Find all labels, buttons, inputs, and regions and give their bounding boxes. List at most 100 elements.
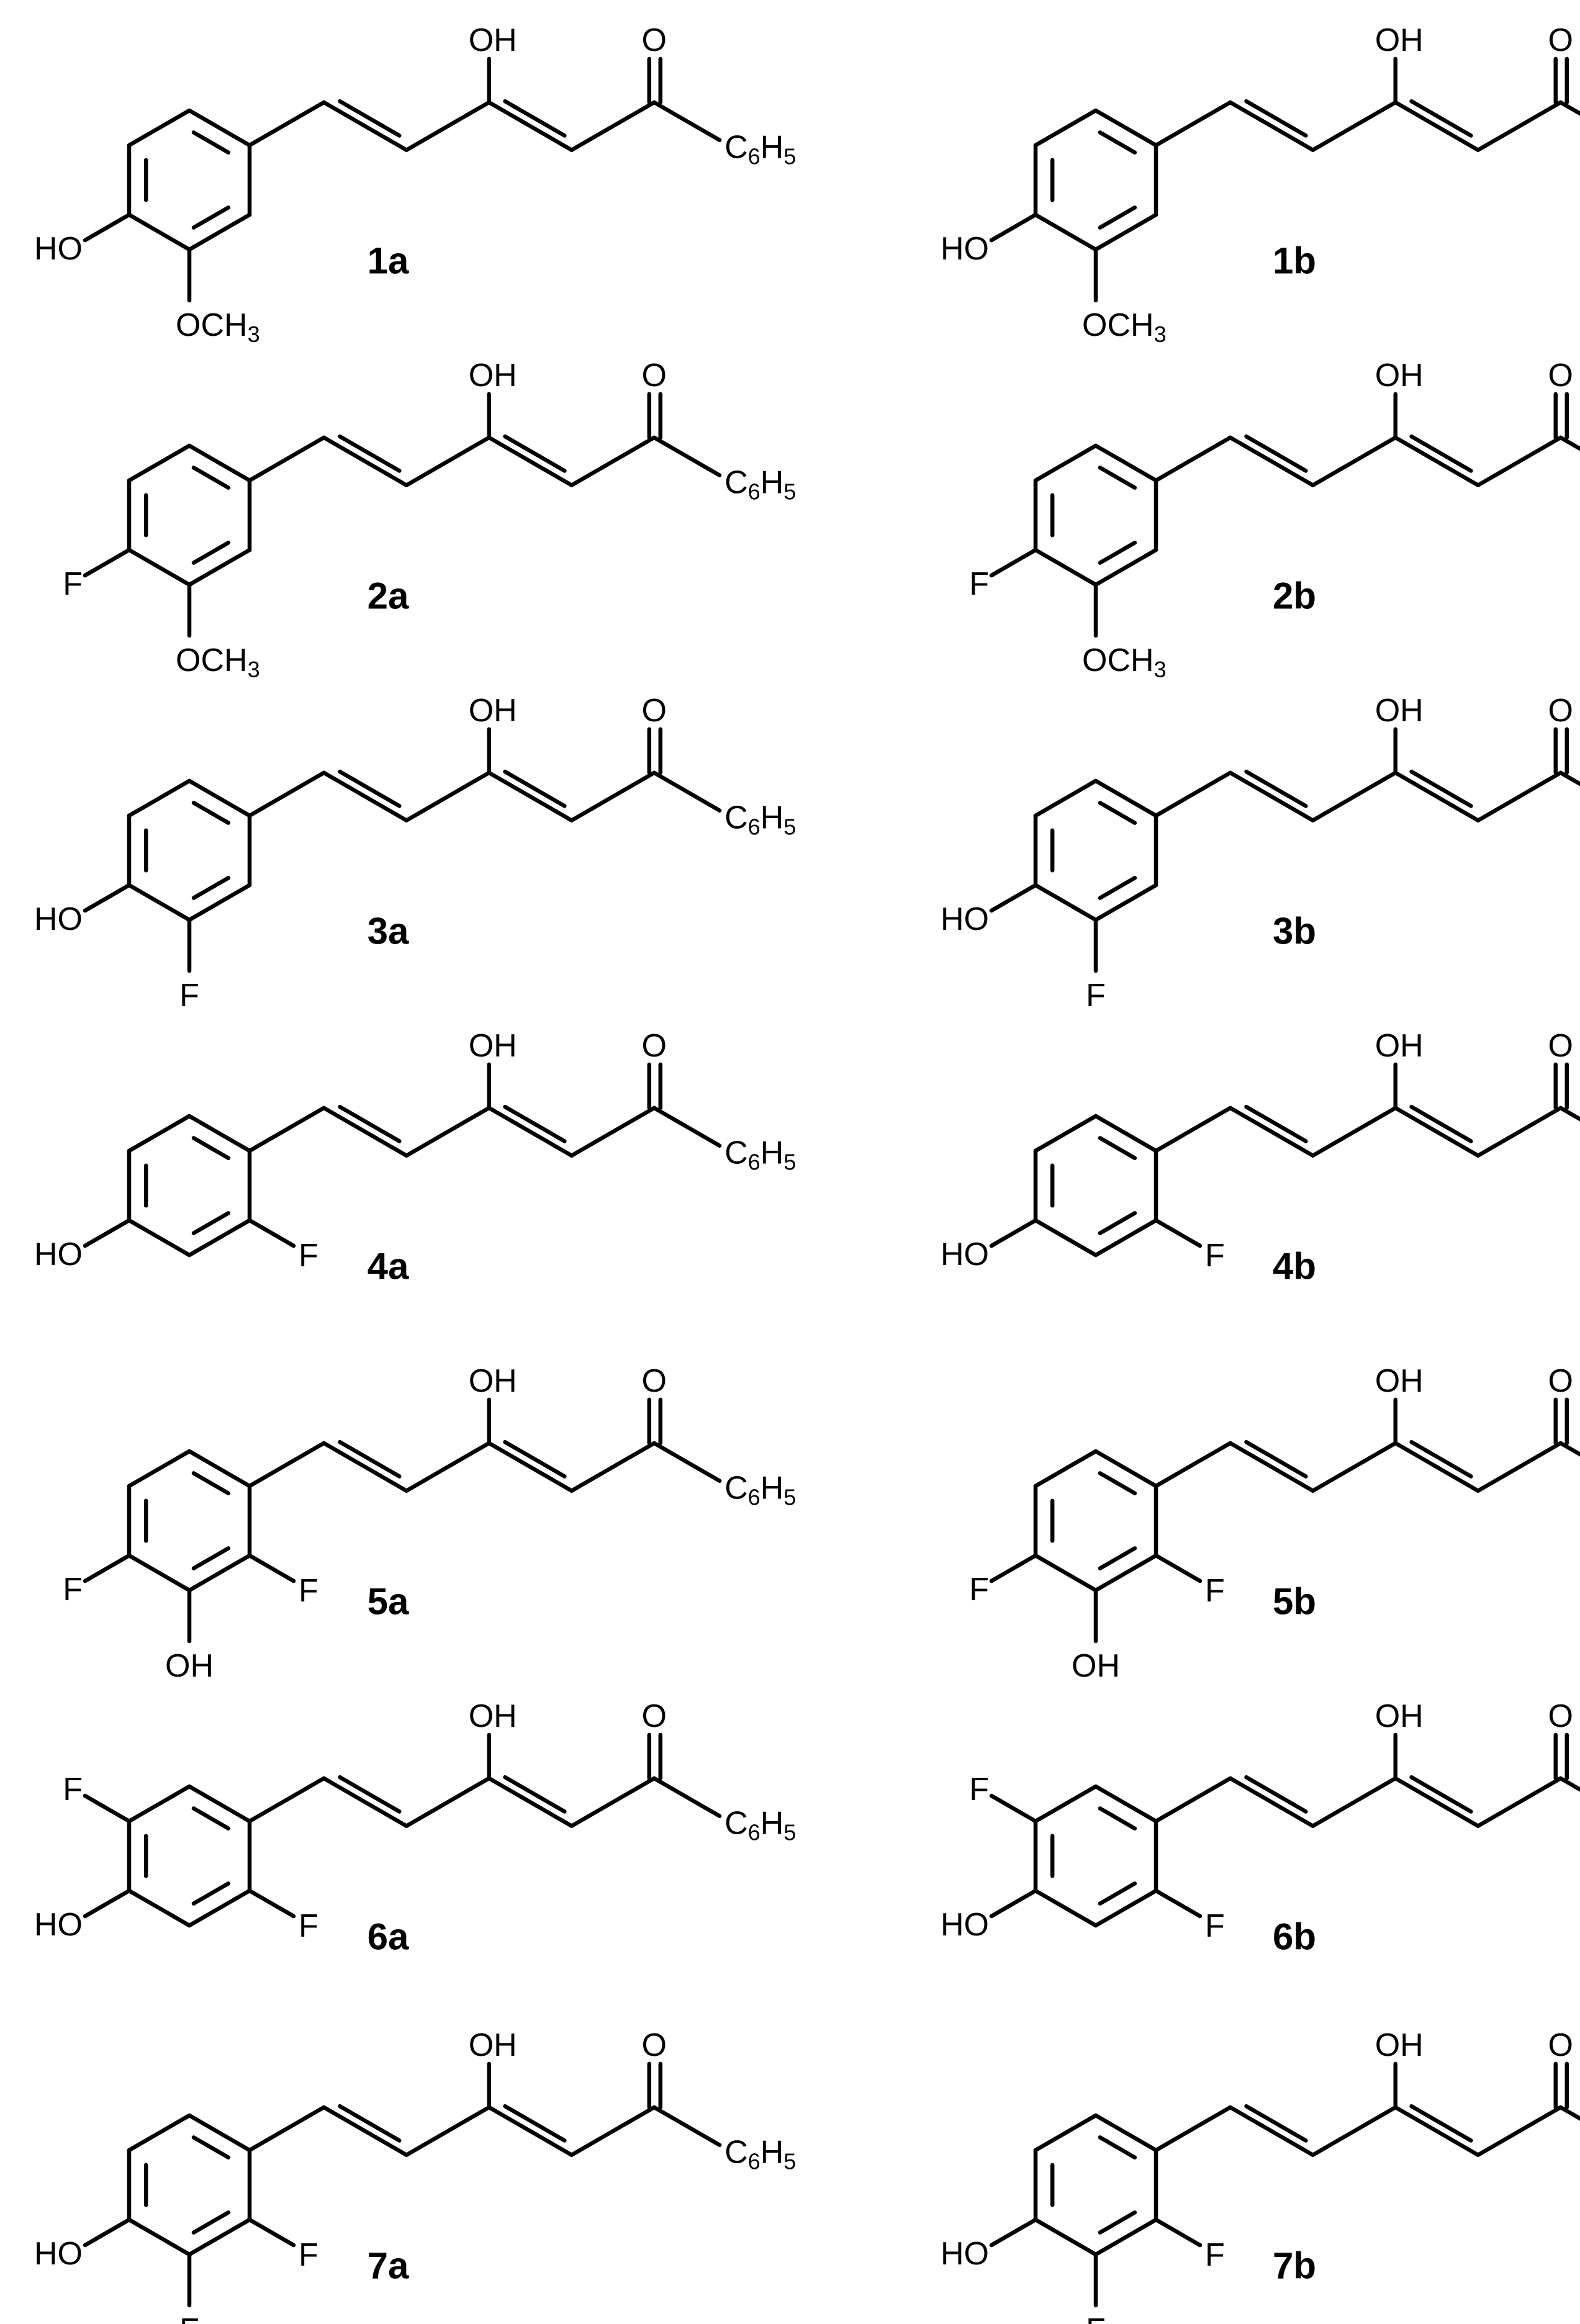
compound-label: 5a [368, 1581, 409, 1623]
chain-bond [247, 435, 326, 483]
ring-aromatic-line [191, 1471, 231, 1495]
substituent-p2-label: F [1205, 1908, 1225, 1944]
ring-aromatic-line [191, 801, 231, 825]
substituent-bond-p4 [83, 212, 132, 243]
compound-7b: OHOCF3HOFF7b [941, 2027, 1580, 2324]
chain-bond [569, 770, 657, 822]
ring-bond [1093, 1449, 1158, 1489]
chain-bond [652, 2105, 722, 2147]
substituent-p3-label: OCH3 [176, 307, 260, 347]
substituent-p3-label: F [179, 2312, 199, 2324]
ring-aromatic-line [1098, 1881, 1137, 1906]
chain-bond [1558, 1441, 1580, 1457]
chain-bond [1558, 1776, 1580, 1792]
ring-aromatic-line [191, 1881, 231, 1906]
chain-double-bond [1228, 1106, 1315, 1158]
ring-bond [187, 108, 252, 148]
ring-bond [187, 547, 252, 587]
chain-bond [1558, 100, 1580, 116]
ring-bond [127, 1218, 192, 1258]
carbonyl-o-label: O [642, 22, 667, 58]
enol-oh-label: OH [1375, 693, 1424, 729]
enol-oh-label: OH [1375, 1363, 1424, 1399]
chain-bond [1311, 435, 1397, 487]
carbonyl-o-label: O [642, 1698, 667, 1734]
chain-bond [1311, 1441, 1397, 1493]
chain-bond [569, 100, 657, 152]
enol-double-bond-second-line [1409, 1104, 1473, 1143]
compound-7a: OHOC6H5HOFF7a [34, 2027, 796, 2324]
carbonyl-o-label: O [1548, 1698, 1573, 1734]
enol-double-bond-second-line [503, 99, 567, 138]
ring-bond [1033, 1784, 1098, 1824]
chain-double-bond-second-line [338, 1439, 402, 1479]
ring-bond [127, 778, 192, 818]
chain-bond [404, 100, 491, 152]
compound-2b: OHOCF3OCH3F2b [969, 358, 1580, 682]
substituent-bond-p4 [989, 547, 1038, 578]
compound-1b: OHOCF3OCH3HO1b [941, 22, 1580, 347]
ring-bond [127, 443, 192, 483]
substituent-bond-p4 [989, 1218, 1038, 1248]
chain-bond [1311, 770, 1397, 822]
chain-bond [1153, 100, 1232, 148]
substituent-bond-p4 [989, 2217, 1038, 2248]
ring-aromatic-line [1098, 1471, 1137, 1495]
substituent-p2-label: F [299, 1573, 318, 1609]
ring-aromatic-line [1098, 2135, 1137, 2160]
compound-label: 2b [1273, 575, 1316, 617]
ring-bond [1033, 1888, 1098, 1928]
substituent-p3-label: OCH3 [1082, 642, 1167, 682]
chain-bond [1153, 1776, 1232, 1824]
substituent-p4-label: HO [941, 901, 989, 937]
chain-bond [404, 770, 491, 822]
enol-double-bond [1393, 1776, 1481, 1828]
chain-bond [569, 1106, 657, 1158]
chain-double-bond [322, 770, 409, 822]
ring-bond [1033, 108, 1098, 148]
substituent-p3-label: F [1086, 2312, 1106, 2324]
substituent-bond-p4 [989, 212, 1038, 243]
terminal-group-label: C6H5 [725, 1471, 796, 1510]
enol-oh-label: OH [1375, 1698, 1424, 1734]
chain-double-bond-second-line [338, 99, 402, 138]
enol-double-bond [487, 435, 574, 487]
ring-bond [127, 212, 192, 252]
ring-aromatic-line [191, 876, 231, 900]
substituent-p4-label: HO [34, 901, 83, 937]
chain-double-bond [322, 1106, 409, 1158]
enol-double-bond-second-line [1409, 1775, 1473, 1814]
chain-bond [1476, 1776, 1563, 1828]
chain-double-bond [322, 100, 409, 152]
chain-bond [247, 1441, 326, 1489]
chain-bond [1558, 1106, 1580, 1122]
chain-bond [569, 435, 657, 487]
substituent-bond-p2 [247, 2217, 296, 2248]
carbonyl-o-label: O [1548, 1363, 1573, 1399]
ring-bond [127, 1784, 192, 1824]
terminal-group-label: C6H5 [725, 1135, 796, 1175]
enol-double-bond-second-line [503, 2104, 567, 2143]
ring-aromatic-line [191, 466, 231, 490]
chain-bond [1153, 435, 1232, 483]
chain-bond [1476, 1106, 1563, 1158]
chain-double-bond [322, 1776, 409, 1828]
ring-bond [187, 2113, 252, 2153]
chain-double-bond [322, 435, 409, 487]
chain-bond [1311, 1776, 1397, 1828]
substituent-p2-label: F [1205, 2237, 1225, 2273]
ring-aromatic-line [191, 1806, 231, 1831]
chain-bond [652, 770, 722, 813]
enol-oh-label: OH [469, 22, 517, 58]
ring-aromatic-line [1098, 801, 1137, 825]
enol-oh-label: OH [469, 358, 517, 394]
ring-bond [127, 883, 192, 922]
ring-bond [1093, 778, 1158, 818]
ring-bond [1033, 883, 1098, 922]
chain-bond [1476, 770, 1563, 822]
substituent-p2-label: F [299, 1908, 318, 1944]
carbonyl-o-label: O [642, 2027, 667, 2063]
chain-double-bond [1228, 1441, 1315, 1493]
chain-double-bond [1228, 435, 1315, 487]
